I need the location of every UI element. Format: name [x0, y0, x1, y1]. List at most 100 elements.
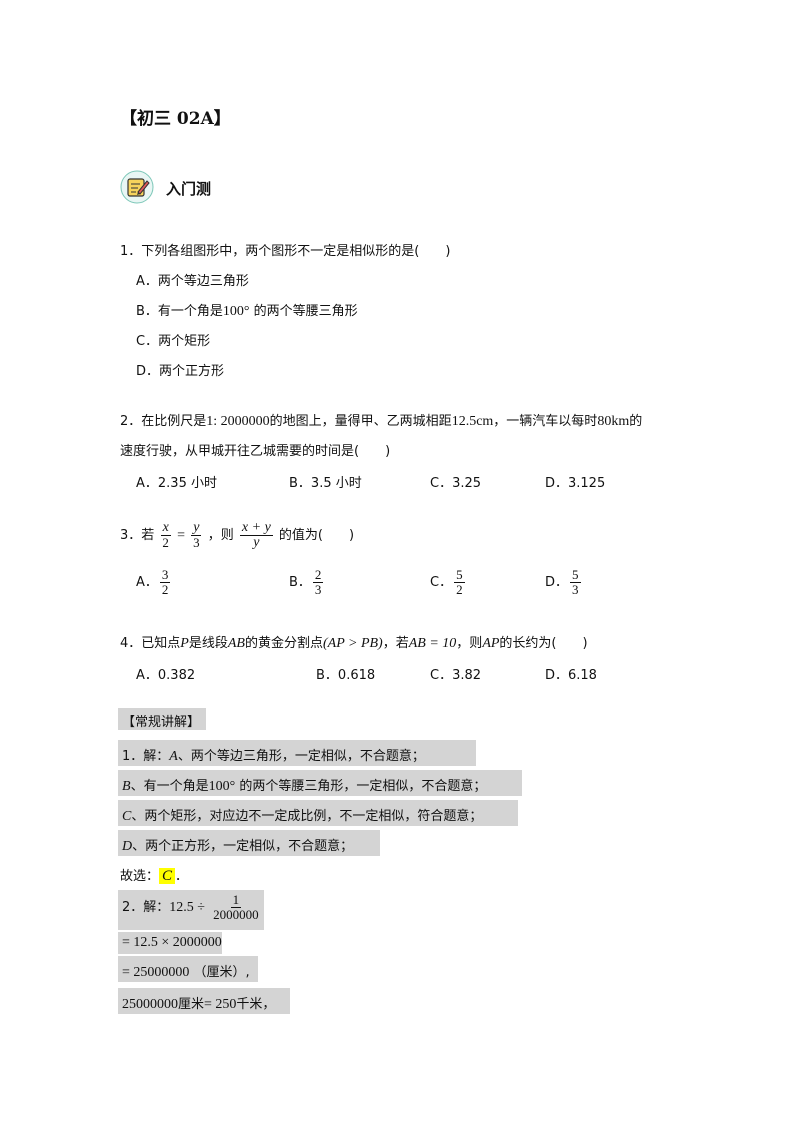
q1-stem: 1．下列各组图形中，两个图形不一定是相似形的是( )	[120, 244, 451, 259]
s1-d-text: 、两个正方形，一定相似，不合题意；	[132, 839, 354, 854]
q2-line2: 速度行驶，从甲城开往乙城需要的时间是( )	[120, 444, 391, 459]
q4-text-c: 的黄金分割点	[244, 636, 323, 651]
s1-b-num: 100°	[208, 779, 236, 794]
notebook-pencil-icon	[120, 170, 154, 204]
q3-d-num: 5	[570, 567, 581, 583]
s2-cm-unit: 厘米	[178, 997, 205, 1012]
q3-b-den: 3	[314, 582, 322, 597]
q4-option-c: C．3.82	[430, 668, 482, 683]
q3-f1-num: x	[160, 520, 171, 536]
q4-segment-ap: AP	[482, 636, 500, 651]
highlight-bar	[118, 708, 206, 730]
highlight-bar	[118, 890, 264, 930]
highlight-bar	[118, 740, 476, 766]
solution-1-line-d: D、两个正方形，一定相似，不合题意；	[122, 835, 353, 855]
q2-speed: 80km	[597, 414, 630, 429]
q1-option-a: A．两个等边三角形	[136, 274, 249, 289]
q4-point-p: P	[180, 636, 189, 651]
q3-a-den: 2	[161, 582, 169, 597]
solution-2-line-c: = 25000000 （厘米）,	[122, 961, 250, 981]
highlight-bar	[118, 770, 522, 796]
q1-b-text2: 的两个等腰三角形	[253, 304, 358, 319]
q1-b-math: 100°	[222, 304, 250, 319]
s2-km-unit: 千米，	[236, 997, 276, 1012]
q4-text-e: ，则	[456, 636, 483, 651]
q3-equals: =	[177, 528, 185, 543]
solution-1-line-c: C、两个矩形，对应边不一定成比例，不一定相似，符合题意；	[122, 805, 482, 825]
q1-option-d: D．两个正方形	[136, 364, 225, 379]
q4-segment-ab: AB	[227, 636, 245, 651]
solution-1-line-a: 1．解：A、两个等边三角形，一定相似，不合题意；	[122, 745, 425, 765]
s2-dividend: 12.5 ÷	[169, 900, 205, 915]
q1-option-b: B．有一个角是100° 的两个等腰三角形	[136, 300, 358, 320]
s1-b-text: 、有一个角是	[130, 779, 209, 794]
q2-text-c: ，一辆汽车以每时	[493, 414, 598, 429]
q3-a-num: 3	[159, 567, 171, 583]
s1-label: 1．解：	[122, 749, 170, 764]
q3-c-den: 2	[456, 582, 463, 597]
s1-b-text2: 的两个等腰三角形，一定相似，不合题意；	[239, 779, 487, 794]
q3-c-label: C．	[430, 575, 453, 590]
q2-scale: 1: 2000000	[206, 414, 270, 429]
solution-header: 【常规讲解】	[122, 715, 201, 730]
s2-unit: （厘米）,	[193, 965, 250, 980]
q3-b-num: 2	[312, 567, 324, 583]
q4-text-d: ，若	[382, 636, 409, 651]
s1-b-var: B	[122, 779, 131, 794]
q3-text-c: 的值为( )	[278, 528, 355, 543]
q3-f2-num: y	[191, 520, 202, 536]
s1-a-text: 、两个等边三角形，一定相似，不合题意；	[177, 749, 425, 764]
q4-stem: 4．已知点P是线段AB的黄金分割点(AP > PB)，若AB = 10，则AP的…	[120, 632, 588, 652]
highlight-bar	[118, 988, 290, 1014]
q2-text-a: 2．在比例尺是	[120, 414, 207, 429]
q4-condition: (AP > PB)	[322, 636, 383, 651]
q3-d-label: D．	[545, 575, 569, 590]
solution-2-line-b: = 12.5 × 2000000	[122, 935, 222, 950]
s2-frac-num: 1	[230, 892, 242, 908]
section-title: 入门测	[166, 180, 212, 198]
s2-km-value: = 250	[204, 997, 237, 1012]
solution-1-answer: 故选：C．	[120, 865, 188, 885]
solution-2-line-d: 25000000厘米= 250千米，	[122, 993, 275, 1013]
s1-answer-label: 故选：	[120, 869, 160, 884]
s2-frac-den: 2000000	[213, 907, 259, 922]
q4-equation: AB = 10	[408, 636, 457, 651]
q4-option-b: B．0.618	[316, 668, 376, 683]
s1-c-var: C	[122, 809, 132, 824]
q4-text-f: 的长约为( )	[499, 636, 588, 651]
q3-f3-den: y	[253, 535, 260, 550]
highlight-bar	[118, 956, 258, 982]
q2-option-a: A．2.35 小时	[136, 476, 217, 491]
highlight-bar	[118, 932, 222, 954]
s1-a-var: A	[169, 749, 178, 764]
q2-text-b: 的地图上，量得甲、乙两城相距	[269, 414, 452, 429]
q3-text-b: ，则	[207, 528, 234, 543]
q1-option-c: C．两个矩形	[136, 334, 211, 349]
q2-option-d: D．3.125	[545, 476, 606, 491]
highlight-bar	[118, 830, 380, 856]
s1-answer-value: C	[159, 868, 176, 884]
q1-b-text: B．有一个角是	[136, 304, 223, 319]
q4-option-d: D．6.18	[545, 668, 597, 683]
q2-distance: 12.5cm	[451, 414, 494, 429]
highlight-bar	[118, 800, 518, 826]
q2-option-b: B．3.5 小时	[289, 476, 362, 491]
q3-f3-num: x + y	[239, 520, 273, 536]
q3-a-label: A．	[136, 575, 158, 590]
q3-f1-den: 2	[162, 535, 169, 550]
q4-text-a: 4．已知点	[120, 636, 181, 651]
q4-option-a: A．0.382	[136, 668, 196, 683]
s1-answer-end: ．	[175, 869, 189, 884]
q3-d-den: 3	[572, 582, 579, 597]
s2-cm-value: 25000000	[122, 997, 178, 1012]
q3-b-label: B．	[289, 575, 311, 590]
